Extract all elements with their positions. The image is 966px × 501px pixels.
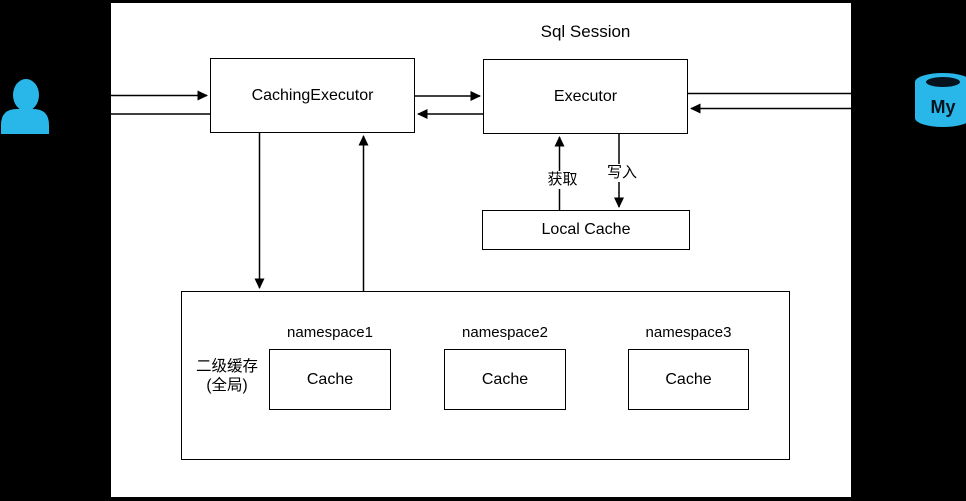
second-level-cache-label: 二级缓存 (全局) [188, 357, 266, 395]
second-level-cache-label-line1: 二级缓存 [195, 358, 258, 375]
cylinder-opening [926, 77, 960, 87]
node-executor-label: Executor [553, 87, 618, 105]
node-local-cache: Local Cache [482, 210, 690, 250]
sql-session-title: Sql Session [540, 22, 631, 41]
mysql-database-icon: My [915, 73, 966, 127]
node-caching-executor-label: CachingExecutor [251, 86, 374, 104]
user-icon [1, 79, 49, 134]
namespace1-cache-box: Cache [269, 349, 391, 410]
namespace1-cache-label: Cache [306, 370, 354, 388]
mysql-icon-text: My [930, 97, 955, 117]
namespace3-label: namespace3 [645, 324, 732, 341]
edge-label-fetch: 获取 [544, 171, 581, 189]
node-local-cache-label: Local Cache [541, 221, 631, 238]
second-level-cache-label-line2: (全局) [206, 377, 248, 394]
namespace3-cache-label: Cache [665, 370, 712, 388]
node-caching-executor: CachingExecutor [210, 58, 415, 133]
namespace1-label: namespace1 [287, 324, 373, 341]
namespace2-label: namespace2 [462, 324, 548, 341]
namespace3-cache-box: Cache [628, 349, 749, 410]
edge-label-write: 写入 [602, 164, 642, 182]
node-executor: Executor [483, 59, 688, 134]
namespace2-cache-box: Cache [444, 349, 566, 410]
namespace2-cache-label: Cache [481, 370, 529, 388]
